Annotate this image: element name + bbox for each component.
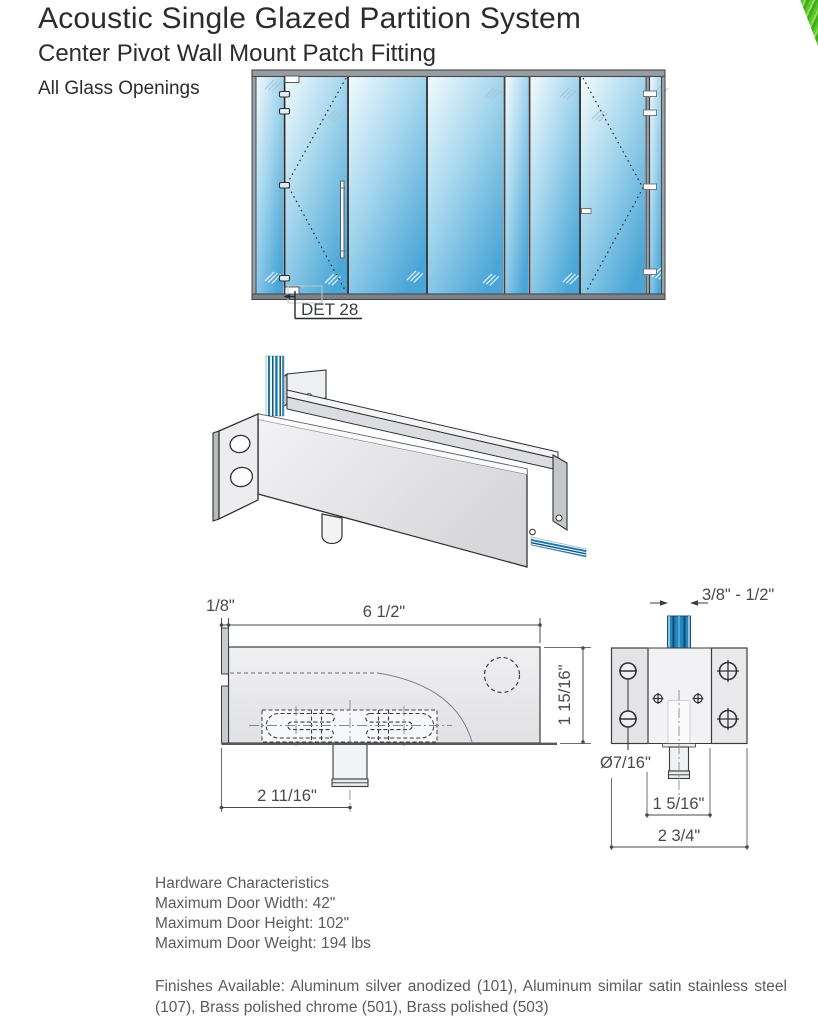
- fitting-body: [257, 413, 536, 568]
- door-swing-line: [582, 77, 644, 293]
- dim-plate-thickness: 1/8": [206, 597, 235, 615]
- door-clips: [643, 90, 657, 275]
- dim-glass-thickness: 3/8" - 1/2": [702, 586, 774, 604]
- door-clips: [278, 90, 291, 282]
- center-screws: [652, 693, 704, 704]
- hidden-hole: [483, 656, 521, 694]
- glass-panels: [256, 76, 662, 294]
- pivot-spindle: [321, 513, 343, 545]
- pivot-door-right: [581, 77, 657, 293]
- wall-bracket: [212, 413, 259, 522]
- bracket-hole: [229, 466, 254, 488]
- dim-body-height: 1 15/16": [556, 664, 574, 725]
- bottom-patch-fitting: [284, 286, 300, 295]
- header-rail: [251, 69, 666, 78]
- specs-text-block: Hardware Characteristics Maximum Door Wi…: [155, 874, 787, 1018]
- top-patch-fitting: [284, 75, 300, 83]
- page-title: Acoustic Single Glazed Partition System: [38, 2, 582, 35]
- dim-body-width: 2 3/4": [658, 827, 701, 845]
- clamp-band: [261, 709, 438, 743]
- right-wall-jamb: [661, 69, 666, 300]
- partition-elevation-drawing: DET 28: [251, 69, 669, 320]
- left-wall-jamb: [251, 69, 257, 300]
- pivot-door-left: [278, 75, 347, 295]
- patch-fitting-isometric-drawing: [212, 355, 587, 568]
- fitting-front-view-drawing: 3/8" - 1/2": [600, 586, 774, 850]
- max-door-width: Maximum Door Width: 42": [155, 895, 336, 912]
- bracket-hole: [229, 434, 251, 454]
- finishes-available: Finishes Available: Aluminum silver anod…: [155, 978, 787, 1016]
- door-handle: [581, 208, 592, 214]
- max-door-height: Maximum Door Height: 102": [155, 915, 350, 932]
- max-door-weight: Maximum Door Weight: 194 lbs: [155, 935, 371, 952]
- dimensions: [609, 748, 749, 850]
- page-category: All Glass Openings: [38, 78, 200, 99]
- dim-pivot-center: 1 5/16": [653, 795, 705, 813]
- floor-sill: [251, 293, 666, 301]
- wall-plate-edge: [221, 627, 229, 675]
- title-block: Acoustic Single Glazed Partition System …: [38, 0, 581, 100]
- glass-edge-bottom: [530, 536, 587, 558]
- hidden-slots: [265, 710, 435, 742]
- right-end-cap: [552, 454, 568, 532]
- fitting-side-view-drawing: 1/8" 6 1/2" 1 15/16" 2 11/16": [206, 597, 591, 812]
- page-subtitle: Center Pivot Wall Mount Patch Fitting: [38, 40, 436, 67]
- dim-pivot-offset: 2 11/16": [257, 787, 317, 805]
- hardware-heading: Hardware Characteristics: [155, 875, 329, 892]
- left-plate: [610, 647, 649, 745]
- dim-hole-diameter: Ø7/16": [600, 754, 651, 772]
- door-swing-line: [286, 77, 347, 293]
- dimensions: [219, 618, 591, 812]
- detail-callout: DET 28: [283, 285, 362, 320]
- dim-body-length: 6 1/2": [363, 603, 406, 621]
- pivot-pin: [331, 742, 369, 788]
- right-plate-screws: [717, 660, 739, 730]
- glass-thickness-dim: [650, 600, 708, 606]
- green-corner-logo: [800, 0, 818, 46]
- side-screw-hole: [529, 528, 536, 536]
- glass-edge-top: [265, 355, 285, 417]
- wall-plate-edge: [221, 685, 229, 744]
- glass-corner-curve: [377, 672, 473, 743]
- detail-callout-label: DET 28: [301, 300, 358, 319]
- left-plate-screws: [619, 662, 637, 750]
- door-handle: [340, 180, 345, 259]
